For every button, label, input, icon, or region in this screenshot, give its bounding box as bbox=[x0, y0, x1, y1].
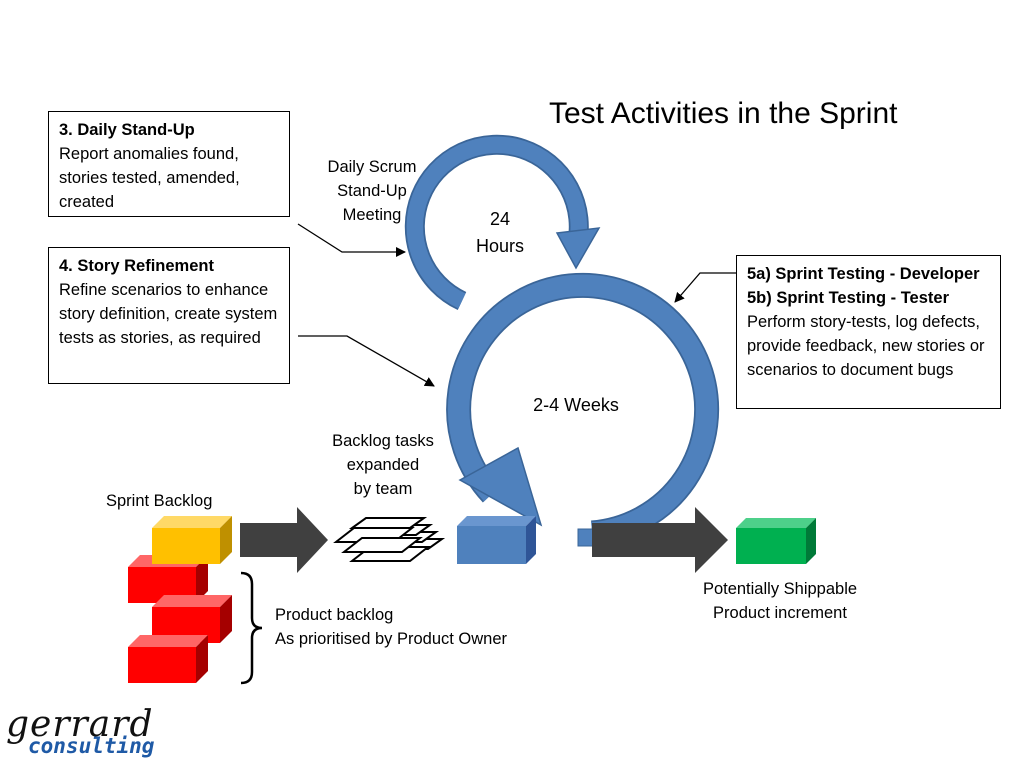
product-backlog-line-1: Product backlog bbox=[275, 606, 394, 624]
pointer-standup bbox=[297, 223, 406, 257]
daily-standup-box: 3. Daily Stand-Up Report anomalies found… bbox=[48, 111, 290, 217]
story-refinement-body: Refine scenarios to enhance story defini… bbox=[59, 281, 278, 347]
pointer-sprint-testing bbox=[674, 272, 740, 303]
sprint-backlog-block bbox=[152, 516, 232, 564]
cycle-24-hours-label: 24 Hours bbox=[460, 206, 540, 260]
daily-scrum-line-1: Daily Scrum bbox=[327, 158, 417, 176]
cycle-24-unit: Hours bbox=[475, 236, 524, 256]
product-backlog-line-2: As prioritised by Product Owner bbox=[275, 630, 508, 648]
sprint-testing-box: 5a) Sprint Testing - Developer 5b) Sprin… bbox=[736, 255, 1001, 409]
daily-standup-heading: 3. Daily Stand-Up bbox=[59, 121, 195, 139]
product-backlog-blocks bbox=[128, 555, 232, 683]
backlog-tasks-line-3: by team bbox=[353, 480, 413, 498]
sprint-testing-heading-developer: 5a) Sprint Testing - Developer bbox=[747, 265, 980, 283]
story-refinement-heading: 4. Story Refinement bbox=[59, 257, 214, 275]
product-backlog-brace bbox=[240, 571, 263, 685]
sprint-cycle-arrow bbox=[446, 272, 720, 547]
logo-word-consulting: consulting bbox=[28, 734, 155, 758]
sprint-work-item bbox=[457, 516, 536, 564]
story-refinement-box: 4. Story Refinement Refine scenarios to … bbox=[48, 247, 290, 384]
product-increment-block bbox=[736, 518, 816, 564]
slide-title: Test Activities in the Sprint bbox=[549, 97, 898, 130]
gerrard-consulting-logo: gerrard consulting bbox=[6, 704, 155, 758]
cycle-24-number: 24 bbox=[489, 209, 511, 229]
backlog-task-cards-icon bbox=[333, 517, 446, 562]
sprint-testing-body: Perform story-tests, log defects, provid… bbox=[747, 313, 985, 379]
daily-standup-body: Report anomalies found, stories tested, … bbox=[59, 145, 240, 211]
shippable-line-1: Potentially Shippable bbox=[702, 580, 858, 598]
product-backlog-label: Product backlog As prioritised by Produc… bbox=[275, 603, 507, 651]
pointer-refinement bbox=[298, 335, 435, 387]
backlog-tasks-label: Backlog tasks expanded by team bbox=[318, 429, 448, 501]
logo-word-gerrard: gerrard bbox=[6, 704, 154, 745]
flow-arrow-to-increment bbox=[592, 507, 728, 573]
sprint-testing-heading-tester: 5b) Sprint Testing - Tester bbox=[747, 289, 949, 307]
cycle-weeks-label: 2-4 Weeks bbox=[533, 395, 619, 415]
flow-arrow-to-tasks bbox=[240, 507, 328, 573]
daily-scrum-line-3: Meeting bbox=[342, 206, 402, 224]
daily-cycle-arrow bbox=[404, 134, 601, 311]
sprint-backlog-label: Sprint Backlog bbox=[106, 492, 213, 510]
daily-scrum-line-2: Stand-Up bbox=[337, 182, 407, 200]
daily-scrum-label: Daily Scrum Stand-Up Meeting bbox=[312, 155, 432, 227]
shippable-increment-label: Potentially Shippable Product increment bbox=[680, 577, 880, 625]
backlog-tasks-line-2: expanded bbox=[346, 456, 420, 474]
backlog-tasks-line-1: Backlog tasks bbox=[332, 432, 434, 450]
shippable-line-2: Product increment bbox=[713, 604, 847, 622]
